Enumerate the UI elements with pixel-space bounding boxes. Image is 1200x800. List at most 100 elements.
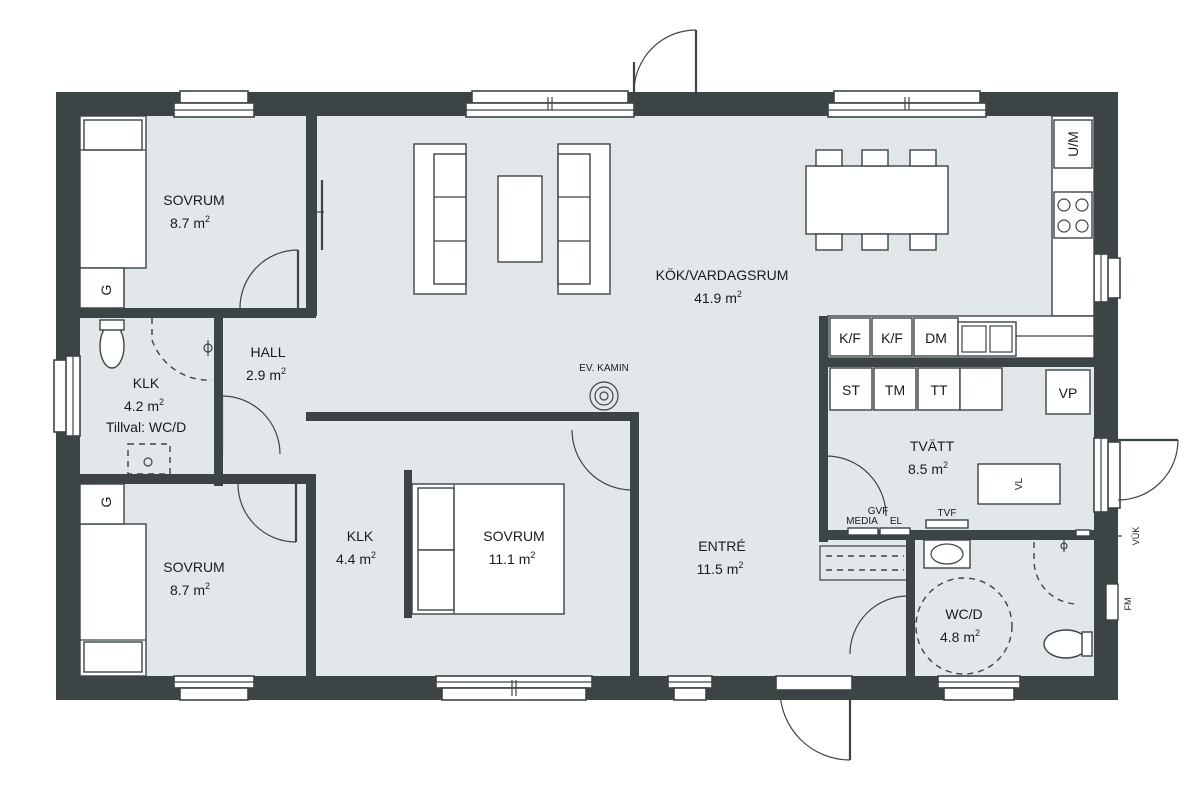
sofa-left [413, 143, 467, 295]
svg-text:KLK: KLK [347, 528, 374, 544]
window-bottom-2 [435, 675, 593, 701]
label-tm: TM [885, 382, 905, 398]
label-tvf: TVF [938, 508, 957, 519]
room-wcd: WC/D 4.8 m2 [940, 606, 983, 645]
room-tvatt: TVÄTT 8.5 m2 [908, 438, 955, 477]
tvf-box [925, 519, 969, 529]
window-bottom-3 [667, 675, 713, 701]
svg-text:TVÄTT: TVÄTT [910, 438, 955, 454]
label-gvf: GVF [868, 506, 889, 517]
window-top-1 [173, 90, 255, 118]
door-tvatt-exterior [1117, 438, 1179, 501]
svg-text:4.8 m2: 4.8 m2 [940, 628, 980, 645]
coffee-table [497, 175, 543, 263]
svg-text:WC/D: WC/D [945, 606, 982, 622]
front-door-frame [775, 675, 853, 691]
sink [957, 321, 1017, 357]
svg-text:KÖK/VARDAGSRUM: KÖK/VARDAGSRUM [656, 266, 789, 283]
laundry-counter [959, 367, 1003, 411]
doors [220, 29, 1179, 761]
label-el: EL [890, 516, 903, 527]
room-kok-vardagsrum: KÖK/VARDAGSRUM 41.9 m2 [656, 266, 789, 306]
label-vp: VP [1059, 385, 1078, 401]
dining-table [805, 149, 949, 251]
washing-machine [873, 367, 917, 411]
closet-hanger [819, 545, 909, 581]
washbasin [923, 539, 971, 569]
svg-text:11.5 m2: 11.5 m2 [697, 560, 744, 577]
label-kamin: EV. KAMIN [579, 363, 629, 374]
fridge-1 [829, 317, 871, 357]
windows [53, 90, 1121, 701]
room-hall: HALL 2.9 m2 [246, 344, 286, 383]
svg-text:4.4 m2: 4.4 m2 [336, 550, 376, 567]
window-top-2 [465, 90, 635, 118]
svg-text:HALL: HALL [250, 344, 285, 360]
wardrobe-top [79, 267, 125, 309]
fireplace [589, 381, 619, 411]
room-klk-mid: KLK 4.4 m2 [336, 528, 376, 567]
door-front [779, 689, 852, 761]
shower-area [915, 577, 1013, 675]
fm-box [1105, 583, 1119, 621]
room-entre: ENTRÉ 11.5 m2 [697, 538, 746, 577]
window-top-3 [827, 90, 987, 118]
svg-text:11.1 m2: 11.1 m2 [489, 550, 536, 567]
svg-text:41.9 m2: 41.9 m2 [694, 289, 742, 306]
svg-text:SOVRUM: SOVRUM [163, 559, 224, 575]
door-wardrobe [316, 180, 324, 250]
interior-walls [80, 116, 1095, 678]
media-box [847, 527, 879, 536]
shower-left [127, 443, 171, 475]
sofa-right [557, 143, 611, 295]
svg-text:8.7 m2: 8.7 m2 [170, 581, 210, 598]
door-top-exterior [632, 29, 698, 93]
microwave-cabinet [1053, 119, 1093, 169]
svg-text:4.2 m2: 4.2 m2 [124, 397, 164, 414]
room-sovrum-bottom: SOVRUM 8.7 m2 [163, 559, 224, 598]
label-kf-1: K/F [839, 330, 861, 346]
bed-bottom [79, 523, 147, 677]
label-fm: FM [1123, 598, 1133, 611]
toilet-left [99, 319, 125, 369]
tumble-dryer [917, 367, 961, 411]
room-labels: SOVRUM 8.7 m2 KLK 4.2 m2 Tillval: WC/D H… [106, 192, 983, 645]
room-sovrum-master: SOVRUM 11.1 m2 [483, 528, 544, 567]
water-heater [1045, 369, 1091, 415]
bed-top [79, 115, 147, 269]
window-right-2 [1093, 437, 1121, 513]
label-dm: DM [925, 330, 947, 346]
svg-text:8.7 m2: 8.7 m2 [170, 214, 210, 231]
svg-text:ENTRÉ: ENTRÉ [698, 538, 745, 554]
svg-text:8.5 m2: 8.5 m2 [908, 460, 948, 477]
label-vuk: VÜK [1131, 527, 1141, 546]
door-sovrum-bottom [237, 483, 298, 543]
svg-text:Tillval: WC/D: Tillval: WC/D [106, 419, 186, 435]
dishwasher [913, 317, 959, 357]
furniture [79, 115, 1119, 677]
fixture-labels: G G U/M K/F K/F DM ST TM TT VP VL EV. KA… [98, 131, 1141, 610]
master-bed [404, 470, 565, 618]
room-klk-left: KLK 4.2 m2 Tillval: WC/D [106, 375, 186, 435]
window-bottom-1 [173, 675, 255, 701]
svg-text:SOVRUM: SOVRUM [483, 528, 544, 544]
el-box [879, 527, 911, 536]
door-sovrum-master [571, 429, 634, 491]
svg-text:SOVRUM: SOVRUM [163, 192, 224, 208]
label-tt: TT [930, 382, 948, 398]
window-right-1 [1093, 253, 1121, 303]
fridge-2 [871, 317, 913, 357]
window-left [53, 355, 81, 437]
door-tvatt [824, 455, 887, 517]
label-um: U/M [1065, 131, 1081, 157]
wardrobe-bottom [79, 483, 125, 525]
stove-hob [1053, 191, 1093, 239]
drying-cabinet [829, 367, 873, 411]
label-media: MEDIA [846, 516, 878, 527]
label-g-top: G [98, 285, 114, 296]
svg-text:KLK: KLK [133, 375, 160, 391]
label-st: ST [842, 382, 860, 398]
label-kf-2: K/F [881, 330, 903, 346]
room-sovrum-top: SOVRUM 8.7 m2 [163, 192, 224, 231]
